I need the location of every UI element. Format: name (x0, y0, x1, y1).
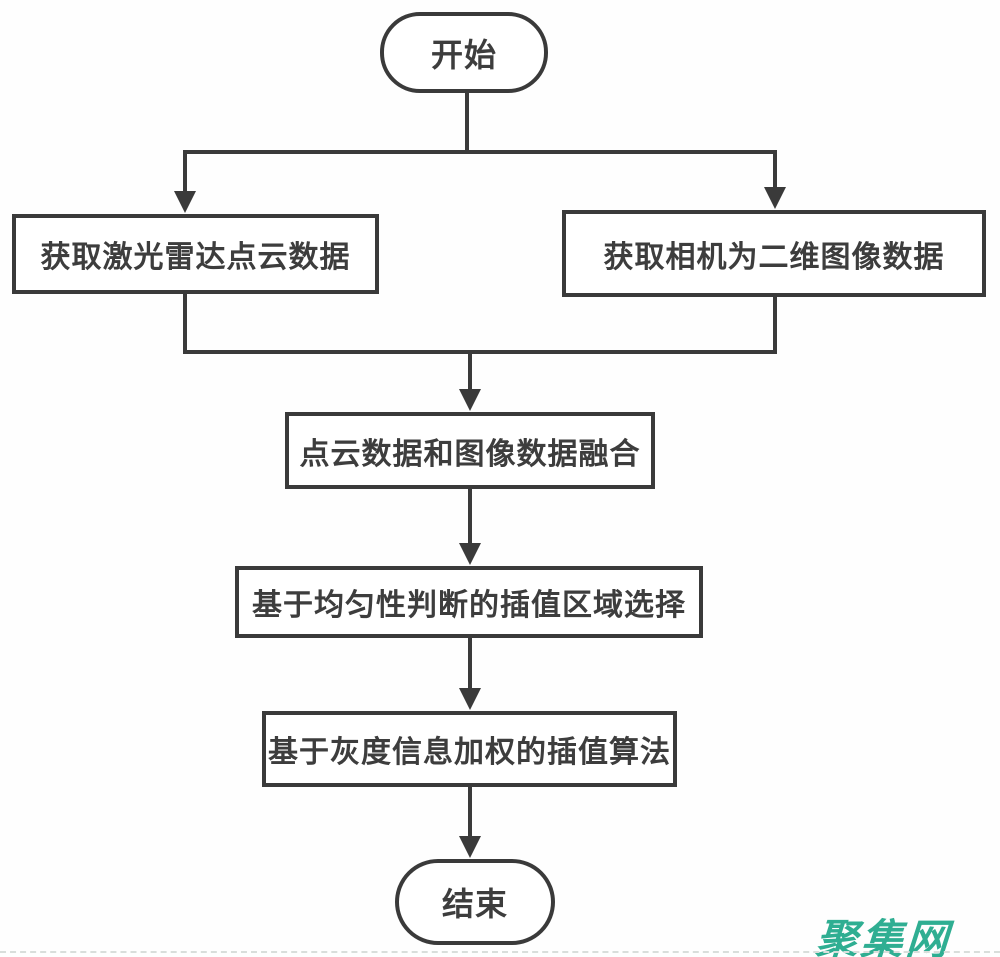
node-fusion: 点云数据和图像数据融合 (285, 412, 655, 489)
node-get-lidar-label: 获取激光雷达点云数据 (40, 241, 351, 274)
node-start-label: 开始 (430, 36, 497, 73)
node-start: 开始 (380, 12, 548, 93)
arrowhead-region-interp (459, 688, 481, 710)
arrowhead-to-camera (764, 187, 786, 209)
node-end-label: 结束 (441, 886, 508, 922)
node-fusion-label: 点云数据和图像数据融合 (299, 437, 641, 471)
node-interp-algo-label: 基于灰度信息加权的插值算法 (268, 736, 671, 769)
node-end: 结束 (395, 859, 555, 945)
watermark-logo: 聚集网 (814, 916, 953, 957)
arrowhead-to-lidar (174, 191, 196, 213)
node-region-select-label: 基于均匀性判断的插值区域选择 (252, 589, 686, 622)
arrowhead-to-fusion (459, 389, 481, 411)
node-region-select: 基于均匀性判断的插值区域选择 (235, 566, 703, 638)
bottom-dashed-divider (0, 951, 1000, 953)
arrowhead-fusion-region (459, 543, 481, 565)
node-get-camera-label: 获取相机为二维图像数据 (603, 240, 945, 274)
arrowhead-interp-end (459, 836, 481, 858)
node-interp-algo: 基于灰度信息加权的插值算法 (262, 711, 677, 787)
node-get-camera: 获取相机为二维图像数据 (562, 210, 986, 297)
node-get-lidar: 获取激光雷达点云数据 (12, 214, 379, 294)
